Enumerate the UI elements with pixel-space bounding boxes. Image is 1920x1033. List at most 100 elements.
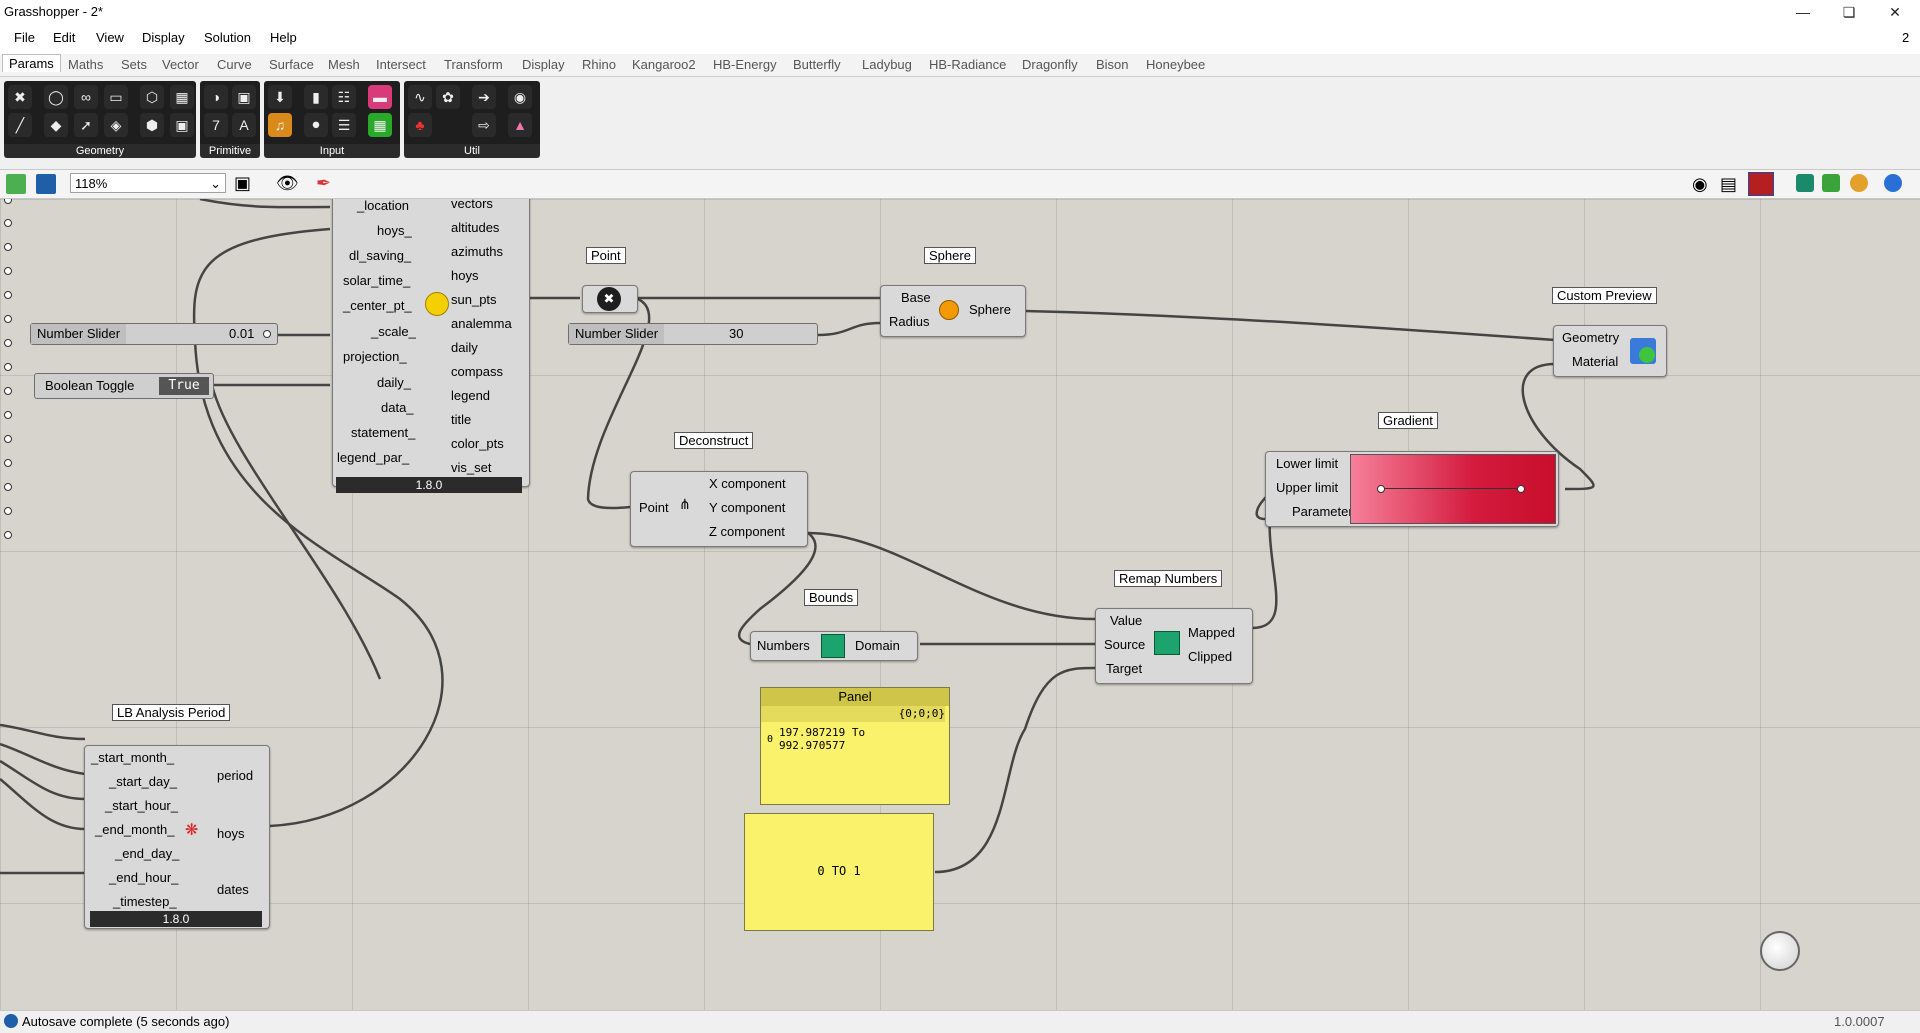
- util-arrow-icon[interactable]: ➔: [472, 85, 496, 109]
- grip[interactable]: [4, 199, 12, 204]
- input-button-icon[interactable]: ▮: [304, 85, 328, 109]
- grip[interactable]: [4, 267, 12, 275]
- output-hoys[interactable]: hoys: [451, 268, 479, 283]
- slider-value[interactable]: 30: [729, 326, 744, 341]
- input-material[interactable]: Material: [1572, 354, 1619, 369]
- util-cluster-icon[interactable]: ✿: [436, 85, 460, 109]
- tab-maths[interactable]: Maths: [68, 57, 104, 72]
- param-box-icon[interactable]: ◈: [104, 113, 128, 137]
- param-line-icon[interactable]: ╱: [8, 113, 32, 137]
- input-timestep[interactable]: _timestep_: [113, 894, 177, 909]
- util-cherry-icon[interactable]: ♣: [408, 113, 432, 137]
- number-slider-radius[interactable]: Number Slider 30: [568, 323, 818, 345]
- util-flask-icon[interactable]: ▲: [508, 113, 532, 137]
- mesh-quality-icon[interactable]: [1822, 174, 1840, 192]
- grip[interactable]: [4, 531, 12, 539]
- grip[interactable]: [4, 315, 12, 323]
- slider-grip[interactable]: [263, 330, 271, 338]
- param-plane-icon[interactable]: ◆: [44, 113, 68, 137]
- close-button[interactable]: ✕: [1889, 4, 1901, 20]
- grip[interactable]: [4, 363, 12, 371]
- grip[interactable]: [4, 483, 12, 491]
- tab-surface[interactable]: Surface: [269, 57, 314, 72]
- display-mode-icon[interactable]: [1884, 174, 1902, 192]
- tab-intersect[interactable]: Intersect: [376, 57, 426, 72]
- input-scale[interactable]: _scale_: [371, 324, 416, 339]
- output-analemma[interactable]: analemma: [451, 316, 512, 331]
- grip[interactable]: [4, 219, 12, 227]
- param-text-icon[interactable]: A: [232, 113, 256, 137]
- menu-view[interactable]: View: [96, 30, 124, 45]
- grip[interactable]: [4, 411, 12, 419]
- tab-kangaroo2[interactable]: Kangaroo2: [632, 57, 696, 72]
- output-hoys[interactable]: hoys: [217, 826, 245, 841]
- menu-file[interactable]: File: [14, 30, 35, 45]
- input-point[interactable]: Point: [639, 500, 669, 515]
- grip[interactable]: [4, 387, 12, 395]
- bounds-component[interactable]: Numbers Domain: [750, 631, 918, 661]
- input-statement[interactable]: statement_: [351, 425, 416, 440]
- output-vectors[interactable]: vectors: [451, 199, 493, 211]
- tab-honeybee[interactable]: Honeybee: [1146, 57, 1206, 72]
- tab-ladybug[interactable]: Ladybug: [862, 57, 912, 72]
- input-start-hour[interactable]: _start_hour_: [105, 798, 178, 813]
- input-dial-icon[interactable]: ⚫: [304, 113, 328, 137]
- param-vector-icon[interactable]: ➚: [74, 113, 98, 137]
- output-x[interactable]: X component: [709, 476, 786, 491]
- param-number-icon[interactable]: 7: [204, 113, 228, 137]
- grip[interactable]: [4, 243, 12, 251]
- input-start-day[interactable]: _start_day_: [109, 774, 177, 789]
- input-gradient-icon[interactable]: ▦: [368, 113, 392, 137]
- input-location[interactable]: _location: [357, 199, 410, 213]
- util-wire-icon[interactable]: ∿: [408, 85, 432, 109]
- grip[interactable]: [4, 507, 12, 515]
- analysis-period-component[interactable]: _start_month_ _start_day_ _start_hour_ _…: [84, 745, 270, 929]
- output-compass[interactable]: compass: [451, 364, 504, 379]
- output-clipped[interactable]: Clipped: [1188, 649, 1233, 664]
- tab-hb-radiance[interactable]: HB-Radiance: [929, 57, 1007, 72]
- tab-bison[interactable]: Bison: [1096, 57, 1129, 72]
- preview-wireframe-icon[interactable]: ◉: [1692, 174, 1708, 194]
- restore-button[interactable]: ❏: [1842, 4, 1856, 20]
- minimize-button[interactable]: —: [1796, 4, 1810, 20]
- output-color-pts[interactable]: color_pts: [451, 436, 504, 451]
- output-z[interactable]: Z component: [709, 524, 785, 539]
- param-point-icon[interactable]: ✖: [8, 85, 32, 109]
- output-dates[interactable]: dates: [217, 882, 249, 897]
- tab-hb-energy[interactable]: HB-Energy: [713, 57, 777, 72]
- input-end-month[interactable]: _end_month_: [95, 822, 175, 837]
- render-sphere-icon[interactable]: [1850, 174, 1868, 192]
- menu-solution[interactable]: Solution: [204, 30, 251, 45]
- gradient-component[interactable]: Lower limit Upper limit Parameter: [1265, 451, 1559, 527]
- custom-preview-component[interactable]: Geometry Material: [1553, 325, 1667, 377]
- util-relay-icon[interactable]: ⇨: [472, 113, 496, 137]
- gradient-grip-left[interactable]: [1377, 485, 1385, 493]
- save-file-icon[interactable]: [36, 174, 56, 194]
- param-curve-icon[interactable]: ∞: [74, 85, 98, 109]
- number-slider-scale[interactable]: Number Slider 0.01: [30, 323, 278, 345]
- input-source[interactable]: Source: [1104, 637, 1146, 652]
- tab-transform[interactable]: Transform: [444, 57, 503, 72]
- input-geometry[interactable]: Geometry: [1562, 330, 1620, 345]
- output-title[interactable]: title: [451, 412, 472, 427]
- grip[interactable]: [4, 435, 12, 443]
- input-parameter[interactable]: Parameter: [1292, 504, 1353, 519]
- preview-selected-icon[interactable]: [1748, 172, 1774, 196]
- output-altitudes[interactable]: altitudes: [451, 220, 500, 235]
- output-legend[interactable]: legend: [451, 388, 491, 403]
- tab-vector[interactable]: Vector: [162, 57, 199, 72]
- input-center-pt[interactable]: _center_pt_: [343, 298, 412, 313]
- input-hoys[interactable]: hoys_: [377, 223, 412, 238]
- deconstruct-component[interactable]: Point ⋔ X component Y component Z compon…: [630, 471, 808, 547]
- input-numbers[interactable]: Numbers: [757, 638, 810, 653]
- input-upper-limit[interactable]: Upper limit: [1276, 480, 1339, 495]
- preview-eye-icon[interactable]: 👁: [276, 173, 299, 193]
- grip[interactable]: [4, 339, 12, 347]
- output-azimuths[interactable]: azimuths: [451, 244, 504, 259]
- input-toggle-icon[interactable]: ☷: [332, 85, 356, 109]
- menu-display[interactable]: Display: [142, 30, 185, 45]
- param-brep-icon[interactable]: ⬡: [140, 85, 164, 109]
- remap-component[interactable]: Value Source Target Mapped Clipped: [1095, 608, 1253, 684]
- menu-help[interactable]: Help: [270, 30, 297, 45]
- grasshopper-canvas[interactable]: _location hoys_ dl_saving_ solar_time_ _…: [0, 199, 1920, 1010]
